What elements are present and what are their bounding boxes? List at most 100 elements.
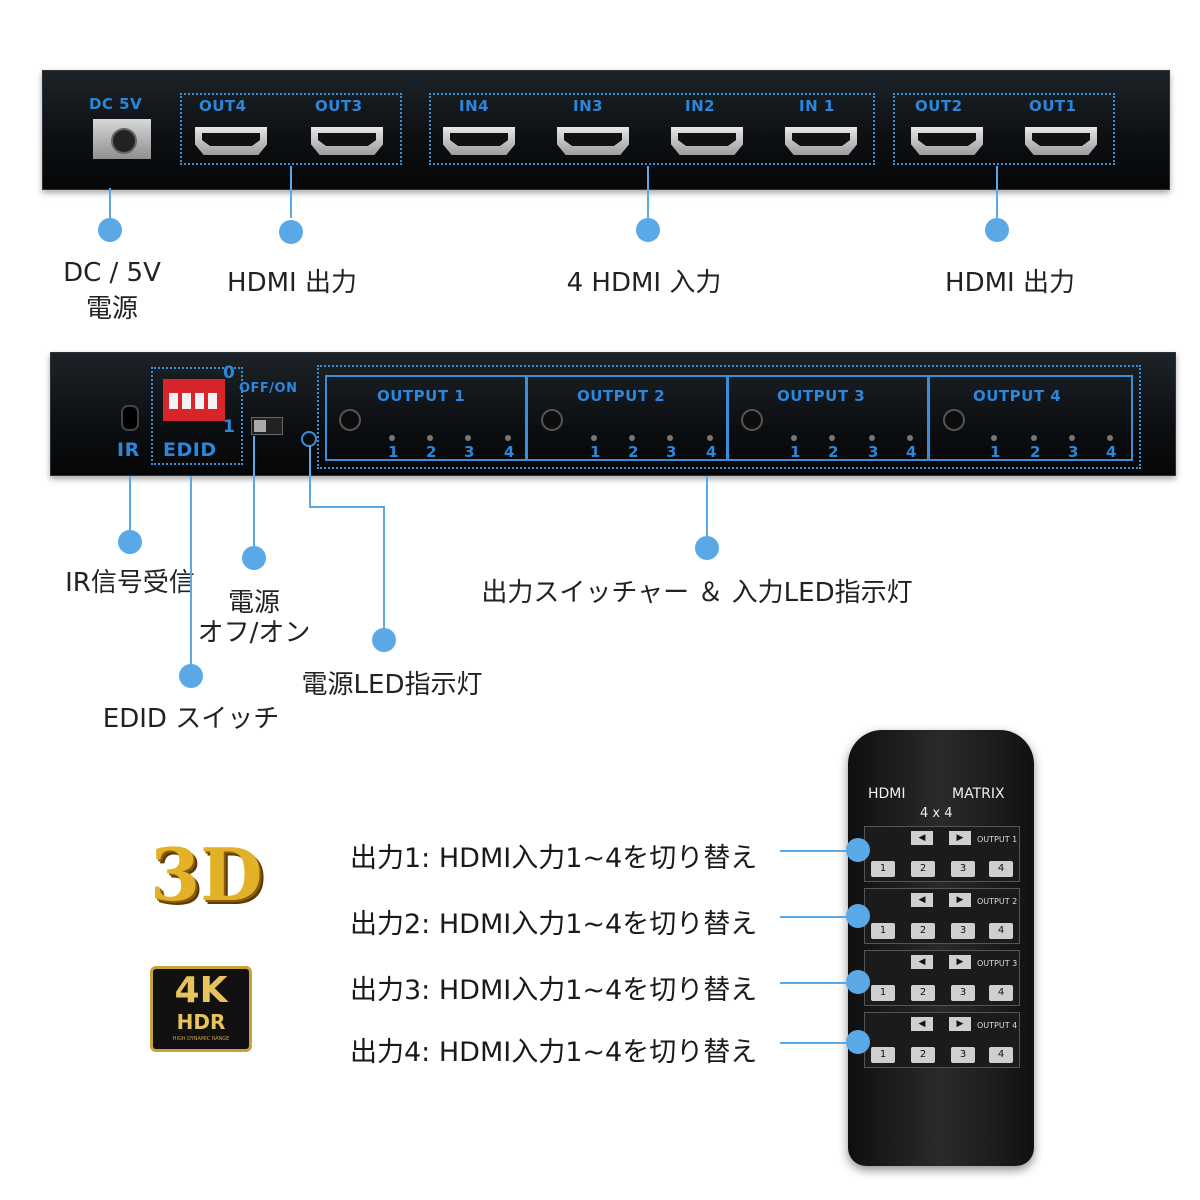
port-label-in4: IN4 bbox=[459, 97, 490, 115]
remote-2-key-4[interactable]: 4 bbox=[989, 923, 1013, 939]
remote-1-prev-arrow[interactable]: ◀ bbox=[911, 831, 933, 845]
hdmi-port-in4[interactable] bbox=[443, 127, 515, 155]
remote-2-key-2[interactable]: 2 bbox=[911, 923, 935, 939]
output-1-select-button[interactable] bbox=[339, 409, 361, 431]
caption-dc-line1: DC / 5V bbox=[63, 258, 161, 288]
hdr-text: HDR bbox=[176, 1010, 226, 1034]
output-4-led-2 bbox=[1031, 435, 1037, 441]
caption-switcher: 出力スイッチャー ＆ 入力LED指示灯 bbox=[481, 578, 913, 608]
remote-line-3 bbox=[780, 982, 856, 984]
hdmi-port-in3[interactable] bbox=[557, 127, 629, 155]
callout-dot-ir bbox=[118, 530, 142, 554]
caption-power-line2: オフ/オン bbox=[197, 618, 311, 648]
callout-line-edid bbox=[190, 476, 192, 666]
remote-3-key-3[interactable]: 3 bbox=[951, 985, 975, 1001]
remote-2-next-arrow[interactable]: ▶ bbox=[949, 893, 971, 907]
edid-dip-switch[interactable] bbox=[163, 379, 225, 421]
callout-line-switcher bbox=[706, 476, 708, 536]
power-switch-label: OFF/ON bbox=[239, 381, 298, 396]
callout-dot-switcher bbox=[695, 536, 719, 560]
callout-line-dc bbox=[109, 188, 111, 218]
remote-1-key-4[interactable]: 4 bbox=[989, 861, 1013, 877]
remote-caption-3: 出力3: HDMI入力1~4を切り替え bbox=[350, 975, 758, 1006]
remote-caption-1: 出力1: HDMI入力1~4を切り替え bbox=[350, 843, 758, 874]
remote-2-key-3[interactable]: 3 bbox=[951, 923, 975, 939]
remote-1-label: OUTPUT 1 bbox=[977, 835, 1018, 844]
remote-4-prev-arrow[interactable]: ◀ bbox=[911, 1017, 933, 1031]
output-1-led-4 bbox=[505, 435, 511, 441]
remote-4-key-3[interactable]: 3 bbox=[951, 1047, 975, 1063]
hdmi-port-out4[interactable] bbox=[195, 127, 267, 155]
remote-3-prev-arrow[interactable]: ◀ bbox=[911, 955, 933, 969]
remote-3-key-1[interactable]: 1 bbox=[871, 985, 895, 1001]
output-3-select-button[interactable] bbox=[741, 409, 763, 431]
output-4-num-4: 4 bbox=[1106, 443, 1117, 461]
remote-2-prev-arrow[interactable]: ◀ bbox=[911, 893, 933, 907]
output-1-num-2: 2 bbox=[426, 443, 437, 461]
remote-subtitle: 4 x 4 bbox=[920, 806, 953, 821]
remote-3-key-4[interactable]: 4 bbox=[989, 985, 1013, 1001]
remote-4-key-2[interactable]: 2 bbox=[911, 1047, 935, 1063]
remote-2-label: OUTPUT 2 bbox=[977, 897, 1018, 906]
output-4-led-1 bbox=[991, 435, 997, 441]
remote-group-1: ◀ ▶ OUTPUT 1 1 2 3 4 bbox=[864, 826, 1020, 882]
port-label-out3: OUT3 bbox=[315, 97, 363, 115]
remote-line-1 bbox=[780, 850, 856, 852]
remote-dot-4 bbox=[846, 1030, 870, 1054]
remote-2-key-1[interactable]: 1 bbox=[871, 923, 895, 939]
remote-1-key-2[interactable]: 2 bbox=[911, 861, 935, 877]
output-3-num-2: 2 bbox=[828, 443, 839, 461]
output-4-select-button[interactable] bbox=[943, 409, 965, 431]
port-label-out4: OUT4 bbox=[199, 97, 247, 115]
remote-3-next-arrow[interactable]: ▶ bbox=[949, 955, 971, 969]
port-label-in1: IN 1 bbox=[799, 97, 835, 115]
output-2-num-3: 3 bbox=[666, 443, 677, 461]
output-3-led-4 bbox=[907, 435, 913, 441]
output-2-label: OUTPUT 2 bbox=[577, 387, 666, 405]
remote-3-key-2[interactable]: 2 bbox=[911, 985, 935, 1001]
edid-0-label: 0 bbox=[223, 363, 236, 383]
hdmi-port-in2[interactable] bbox=[671, 127, 743, 155]
4k-hdr-badge: 4K HDR HIGH DYNAMIC RANGE bbox=[150, 966, 252, 1052]
output-1-led-2 bbox=[427, 435, 433, 441]
callout-dot-dc bbox=[98, 218, 122, 242]
caption-hdmi-in: 4 HDMI 入力 bbox=[566, 268, 722, 298]
output-1-num-4: 4 bbox=[504, 443, 515, 461]
remote-4-key-4[interactable]: 4 bbox=[989, 1047, 1013, 1063]
callout-line-power-led-b bbox=[309, 506, 385, 508]
remote-1-key-1[interactable]: 1 bbox=[871, 861, 895, 877]
output-2-led-4 bbox=[707, 435, 713, 441]
output-2-num-2: 2 bbox=[628, 443, 639, 461]
remote-1-next-arrow[interactable]: ▶ bbox=[949, 831, 971, 845]
callout-line-in bbox=[647, 166, 649, 218]
output-3-num-4: 4 bbox=[906, 443, 917, 461]
hdmi-port-in1[interactable] bbox=[785, 127, 857, 155]
remote-4-next-arrow[interactable]: ▶ bbox=[949, 1017, 971, 1031]
output-2-led-2 bbox=[629, 435, 635, 441]
output-3-led-3 bbox=[869, 435, 875, 441]
port-label-in3: IN3 bbox=[573, 97, 604, 115]
power-led bbox=[301, 431, 317, 447]
callout-line-out-left bbox=[290, 166, 292, 218]
remote-title-left: HDMI bbox=[868, 786, 906, 802]
callout-line-power bbox=[253, 436, 255, 546]
hdmi-out-group-left bbox=[180, 93, 402, 165]
hdmi-port-out2[interactable] bbox=[911, 127, 983, 155]
remote-1-key-3[interactable]: 3 bbox=[951, 861, 975, 877]
remote-line-2 bbox=[780, 916, 856, 918]
output-2-led-3 bbox=[667, 435, 673, 441]
output-2-select-button[interactable] bbox=[541, 409, 563, 431]
output-3-led-2 bbox=[829, 435, 835, 441]
callout-dot-power bbox=[242, 546, 266, 570]
remote-4-key-1[interactable]: 1 bbox=[871, 1047, 895, 1063]
power-switch[interactable] bbox=[251, 417, 283, 435]
hdmi-port-out1[interactable] bbox=[1025, 127, 1097, 155]
output-3-led-1 bbox=[791, 435, 797, 441]
callout-dot-out-left bbox=[279, 220, 303, 244]
edid-1-label: 1 bbox=[223, 417, 236, 437]
caption-ir: IR信号受信 bbox=[65, 568, 195, 598]
port-label-out2: OUT2 bbox=[915, 97, 963, 115]
hdmi-port-out3[interactable] bbox=[311, 127, 383, 155]
output-1-led-1 bbox=[389, 435, 395, 441]
output-panel-outline bbox=[317, 365, 1141, 469]
